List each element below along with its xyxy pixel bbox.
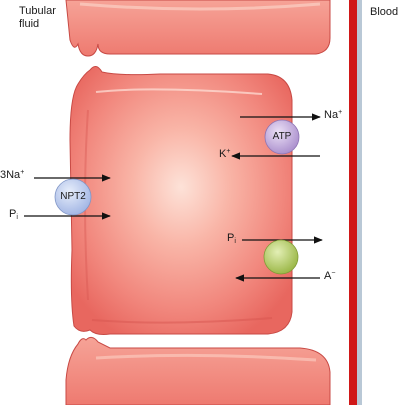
- label-pi-lumen-sub: i: [16, 214, 18, 221]
- atpase-pump: [264, 119, 300, 155]
- label-3na-charge: +: [20, 169, 25, 176]
- tubular-fluid-line1: Tubular: [19, 5, 56, 17]
- npt2-transporter: [54, 178, 92, 216]
- label-anion-base: A: [324, 270, 332, 282]
- blood-vessel-shadow: [356, 0, 362, 405]
- tubular-fluid-label: Tubular fluid: [19, 5, 69, 31]
- label-pi-blood-sub: i: [234, 238, 236, 245]
- tubular-fluid-line2: fluid: [19, 18, 40, 30]
- label-pi-lumen: Pi: [9, 208, 18, 222]
- label-k-base: K: [219, 148, 227, 160]
- label-na-base: Na: [324, 109, 339, 121]
- central-cell: [69, 66, 293, 335]
- label-3na: 3Na+: [0, 169, 25, 181]
- npt2-label: NPT2: [60, 191, 86, 202]
- lower-cell: [65, 336, 331, 405]
- label-k-charge: +: [226, 148, 231, 155]
- blood-label: Blood: [370, 6, 399, 18]
- label-anion: A−: [324, 270, 336, 282]
- blood-vessel: [349, 0, 357, 405]
- label-k: K+: [219, 148, 231, 160]
- label-anion-charge: −: [331, 270, 336, 277]
- label-3na-base: 3Na: [0, 169, 21, 181]
- anion-exchanger: [263, 239, 299, 275]
- label-pi-blood: Pi: [227, 232, 236, 246]
- upper-cell: [65, 0, 331, 57]
- label-na-charge: +: [338, 109, 343, 116]
- label-pi-blood-base: P: [227, 232, 235, 244]
- label-na: Na+: [324, 109, 343, 121]
- atp-label: ATP: [272, 131, 292, 142]
- label-pi-lumen-base: P: [9, 208, 17, 220]
